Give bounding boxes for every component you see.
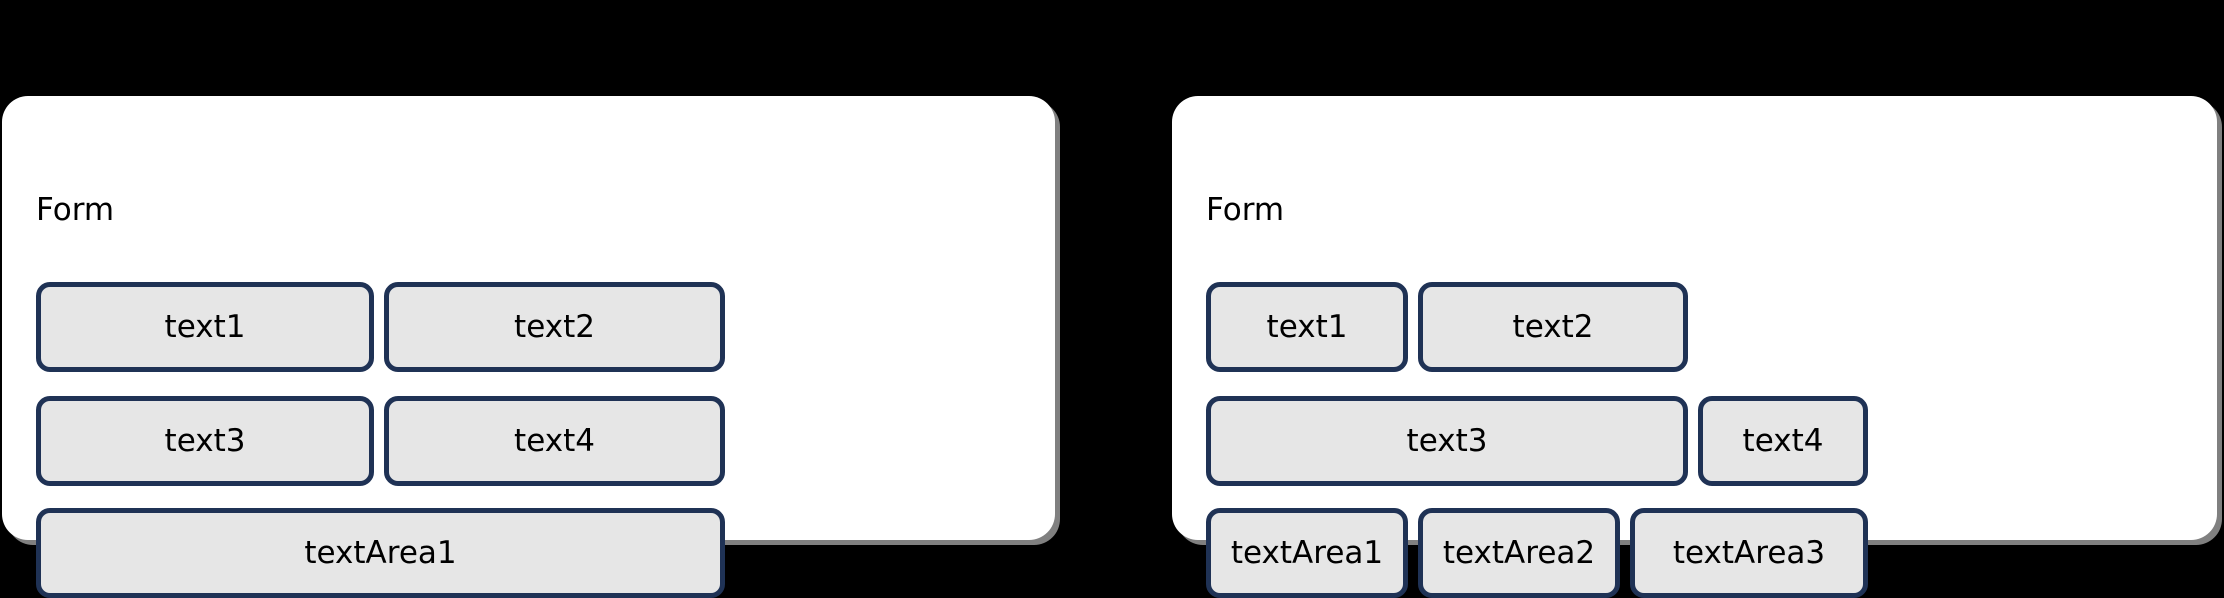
field-textarea1[interactable]: textArea1	[36, 508, 725, 598]
field-textarea1[interactable]: textArea1	[1206, 508, 1408, 598]
field-text3[interactable]: text3	[1206, 396, 1688, 486]
field-text2[interactable]: text2	[1418, 282, 1688, 372]
form-title-label: Form	[1206, 192, 1285, 228]
field-text1[interactable]: text1	[1206, 282, 1408, 372]
field-text4[interactable]: text4	[1698, 396, 1868, 486]
field-text1[interactable]: text1	[36, 282, 374, 372]
field-text2[interactable]: text2	[384, 282, 725, 372]
field-text3[interactable]: text3	[36, 396, 374, 486]
field-textarea2[interactable]: textArea2	[1418, 508, 1620, 598]
field-text4[interactable]: text4	[384, 396, 725, 486]
form-title-label: Form	[36, 192, 115, 228]
field-textarea3[interactable]: textArea3	[1630, 508, 1868, 598]
